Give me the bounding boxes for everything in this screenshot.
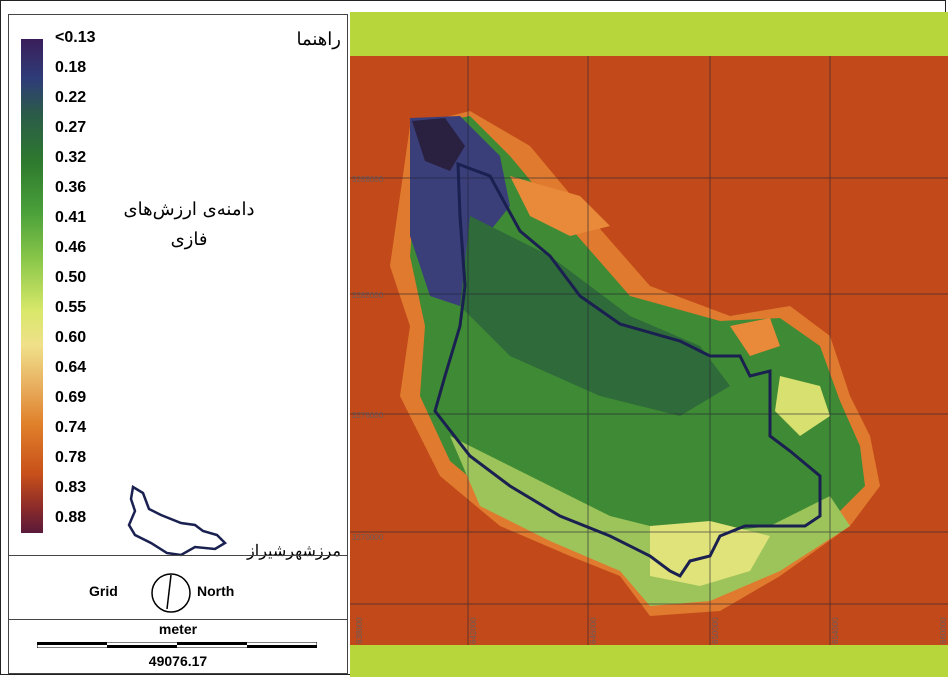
range-label-line2: فازی (170, 229, 208, 250)
legend-divider (9, 619, 347, 620)
raster-purple-core (412, 118, 465, 171)
tick-label: 0.74 (55, 419, 87, 436)
city-border-label: مرزشهرشیراز (247, 541, 341, 560)
tick-label: <0.13 (55, 29, 96, 46)
scale-value: 49076.17 (148, 653, 208, 669)
range-label-line1: دامنه‌ی ارزش‌های (123, 199, 255, 220)
tick-label: 0.50 (55, 269, 87, 286)
grid-label-x1: 642000 (469, 617, 478, 644)
tick-label: 0.18 (55, 59, 87, 76)
tick-label: 0.69 (55, 389, 87, 406)
legend-panel: راهنما <0.13 0.18 0.22 0.27 0.32 0.36 0.… (8, 14, 348, 674)
scale-bar (37, 642, 317, 648)
grid-lines (350, 56, 948, 645)
tick-label: 0.83 (55, 479, 87, 496)
raster-yellow-east (775, 376, 830, 436)
fuzzy-colorbar (21, 39, 43, 533)
map-canvas: 3288000 3282000 3276000 3270000 638000 6… (350, 56, 948, 645)
tick-label: 0.55 (55, 299, 87, 316)
fuzzy-raster (390, 111, 880, 616)
legend-divider (9, 555, 347, 556)
tick-label: 0.78 (55, 449, 87, 466)
city-border-icon (127, 484, 228, 557)
tick-label: 0.36 (55, 179, 87, 196)
grid-label-y2: 3276000 (352, 411, 384, 420)
north-right-label: North (197, 583, 235, 599)
shiraz-city-boundary (433, 161, 822, 578)
grid-label-x3: 650000 (711, 617, 720, 644)
bottom-green-strip (350, 645, 948, 677)
tick-label: 0.64 (55, 359, 87, 376)
tick-label: 0.60 (55, 329, 87, 346)
fuzzy-range-label: دامنه‌ی ارزش‌های فازی (119, 195, 259, 255)
grid-label-x4: 654000 (831, 617, 840, 644)
legend-title: راهنما (296, 29, 341, 50)
y-grid-labels: 3288000 3282000 3276000 3270000 (352, 175, 384, 542)
grid-label-y0: 3288000 (352, 175, 384, 184)
grid-label-y1: 3282000 (352, 291, 384, 300)
tick-label: 0.41 (55, 209, 87, 226)
tick-label: 0.32 (55, 149, 87, 166)
map-area[interactable]: 3288000 3282000 3276000 3270000 638000 6… (350, 56, 948, 645)
north-arrow-icon (151, 573, 191, 613)
north-left-label: Grid (89, 583, 118, 599)
tick-label: 0.46 (55, 239, 87, 256)
north-arrow-section: Grid North (9, 565, 347, 613)
scale-unit: meter (158, 621, 198, 637)
tick-label: 0.22 (55, 89, 87, 106)
grid-label-x2: 646000 (589, 617, 598, 644)
raster-orange-east (730, 318, 780, 356)
raster-orange-ne (510, 176, 610, 236)
tick-label: 0.27 (55, 119, 87, 136)
grid-label-x0: 638000 (355, 617, 364, 644)
raster-darkgreen-mid (460, 216, 730, 416)
grid-label-x5: 660000 (939, 617, 948, 644)
top-green-strip (350, 12, 948, 56)
tick-label: 0.88 (55, 509, 87, 526)
x-grid-labels: 638000 642000 646000 650000 654000 66000… (355, 617, 948, 644)
grid-label-y3: 3270000 (352, 533, 384, 542)
